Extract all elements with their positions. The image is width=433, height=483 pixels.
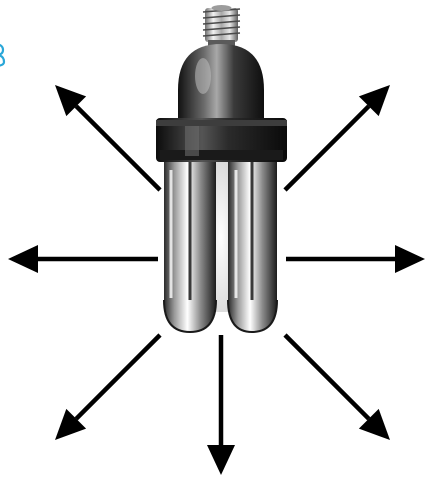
arrow-up-right — [285, 85, 390, 190]
arrow-left — [8, 245, 158, 273]
arrow-shaft — [285, 335, 369, 419]
arrow-down — [207, 335, 235, 475]
arrow-head — [395, 245, 425, 273]
arrow-shaft — [76, 335, 160, 419]
arrow-down-left — [55, 335, 160, 440]
screw-base — [203, 5, 240, 48]
arrow-down-right — [285, 335, 390, 440]
arrow-head — [207, 445, 235, 475]
arrow-shaft — [285, 106, 369, 190]
bulb-cap — [178, 44, 264, 122]
arrow-up-left — [55, 85, 160, 190]
bulb-collar — [156, 118, 287, 162]
arrow-shaft — [76, 106, 160, 190]
arrow-head — [8, 245, 38, 273]
cfl-bulb-icon — [156, 5, 287, 332]
fluorescent-tubes — [164, 162, 277, 332]
arrow-right — [286, 245, 425, 273]
